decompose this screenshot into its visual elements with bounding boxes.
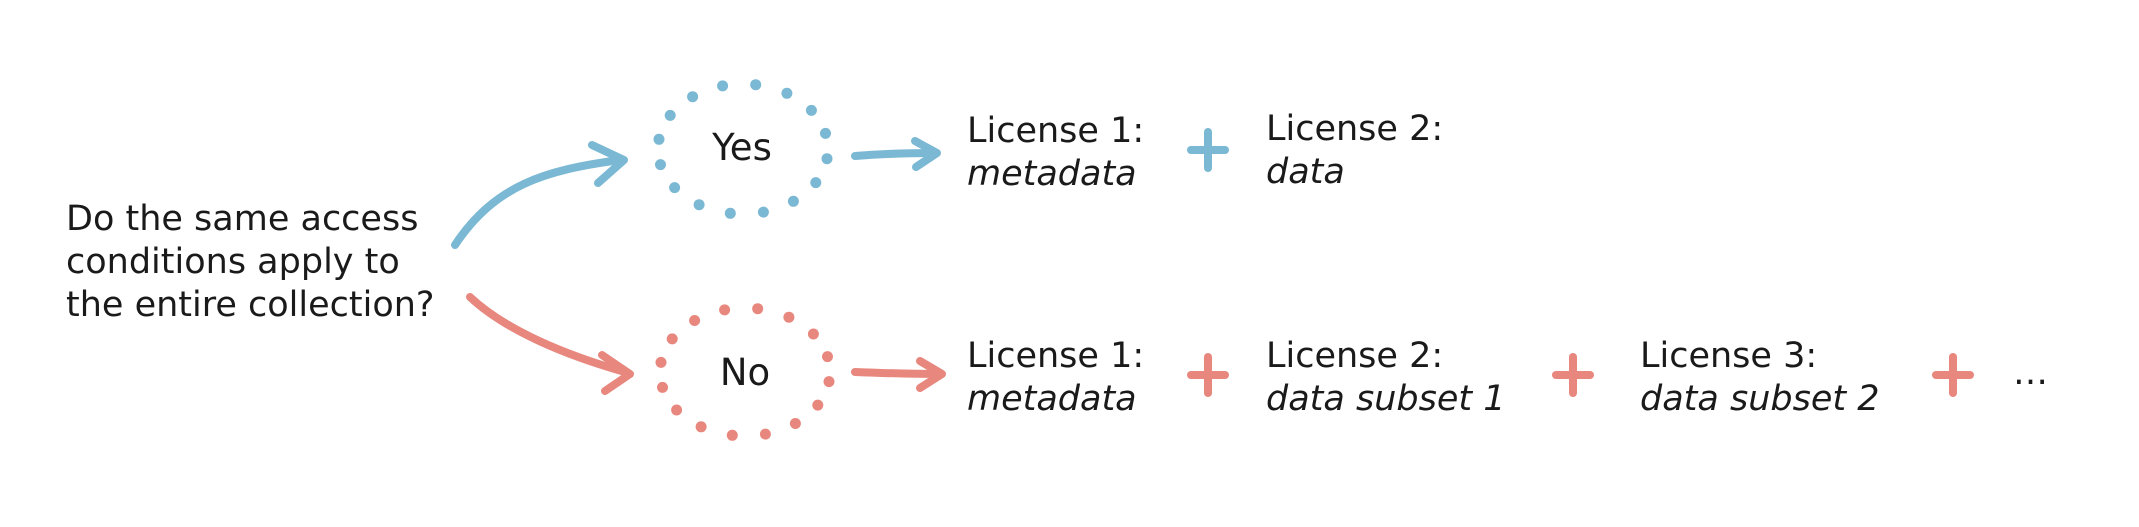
circle-dot (820, 127, 831, 139)
circle-dot (787, 195, 799, 207)
plus-icon (1187, 353, 1229, 397)
license-subtitle: metadata (967, 379, 1137, 419)
license-subtitle: data subset 1 (1266, 379, 1506, 419)
circle-dot (719, 304, 731, 316)
circle-dot (693, 199, 705, 211)
license-title: License 2: (1266, 109, 1444, 149)
no-license-2: License 2: data subset 1 (1266, 335, 1505, 421)
circle-dot (812, 399, 824, 411)
circle-dot (666, 333, 678, 345)
yes-circle (653, 79, 833, 219)
arrow-to-no-head (598, 351, 634, 395)
circle-dot (695, 421, 707, 433)
yes-license-2: License 2: data (1266, 108, 1443, 194)
license-title: License 1: (967, 111, 1145, 151)
circle-dot (757, 206, 769, 218)
circle-dot (664, 109, 676, 121)
arrow-yes-to-licenses (851, 149, 939, 160)
arrow-no-to-licenses (851, 368, 944, 378)
circle-dot (689, 315, 701, 326)
circle-dot (655, 356, 667, 368)
plus-icon (1187, 128, 1229, 172)
license-subtitle: data (1266, 152, 1345, 192)
plus-icon (1552, 353, 1594, 397)
circle-dot (821, 153, 833, 165)
arrow-no-to-licenses-head (916, 357, 946, 392)
license-title: License 3: (1640, 336, 1818, 376)
circle-dot (781, 87, 793, 99)
circle-dot (655, 159, 666, 171)
no-license-1: License 1: metadata (967, 335, 1144, 421)
question-line: conditions apply to (66, 242, 400, 282)
arrow-to-yes (451, 156, 624, 249)
plus-icon (1932, 353, 1974, 397)
circle-dot (726, 429, 738, 441)
circle-dot (671, 404, 683, 416)
license-title: License 2: (1266, 336, 1444, 376)
yes-license-1: License 1: metadata (967, 110, 1144, 196)
circle-dot (807, 328, 819, 340)
arrow-yes-to-licenses-head (911, 137, 941, 171)
circle-dot (669, 182, 681, 194)
circle-dot (657, 381, 668, 393)
question-text: Do the same access conditions apply to t… (66, 198, 435, 327)
yes-node-label: Yes (712, 126, 772, 169)
circle-dot (822, 351, 833, 363)
license-subtitle: data subset 2 (1640, 379, 1880, 419)
circle-dot (687, 91, 699, 103)
circle-dot (750, 79, 762, 91)
question-line: Do the same access (66, 199, 419, 239)
circle-dot (752, 303, 764, 315)
license-title: License 1: (967, 336, 1145, 376)
circle-dot (653, 133, 665, 145)
circle-dot (810, 177, 822, 189)
circle-dot (789, 418, 801, 429)
circle-dot (724, 207, 736, 219)
no-circle (655, 303, 835, 441)
no-node-label: No (719, 351, 771, 394)
circle-dot (783, 311, 795, 323)
no-license-3: License 3: data subset 2 (1640, 335, 1879, 421)
circle-dot (717, 80, 729, 92)
circle-dot (759, 428, 771, 440)
circle-dot (823, 376, 835, 388)
arrow-to-no (466, 293, 629, 376)
license-subtitle: metadata (967, 154, 1137, 194)
arrow-to-yes-head (588, 141, 628, 187)
question-line: the entire collection? (66, 285, 435, 325)
circle-dot (805, 104, 817, 116)
more-licenses-ellipsis: … (2013, 353, 2048, 393)
